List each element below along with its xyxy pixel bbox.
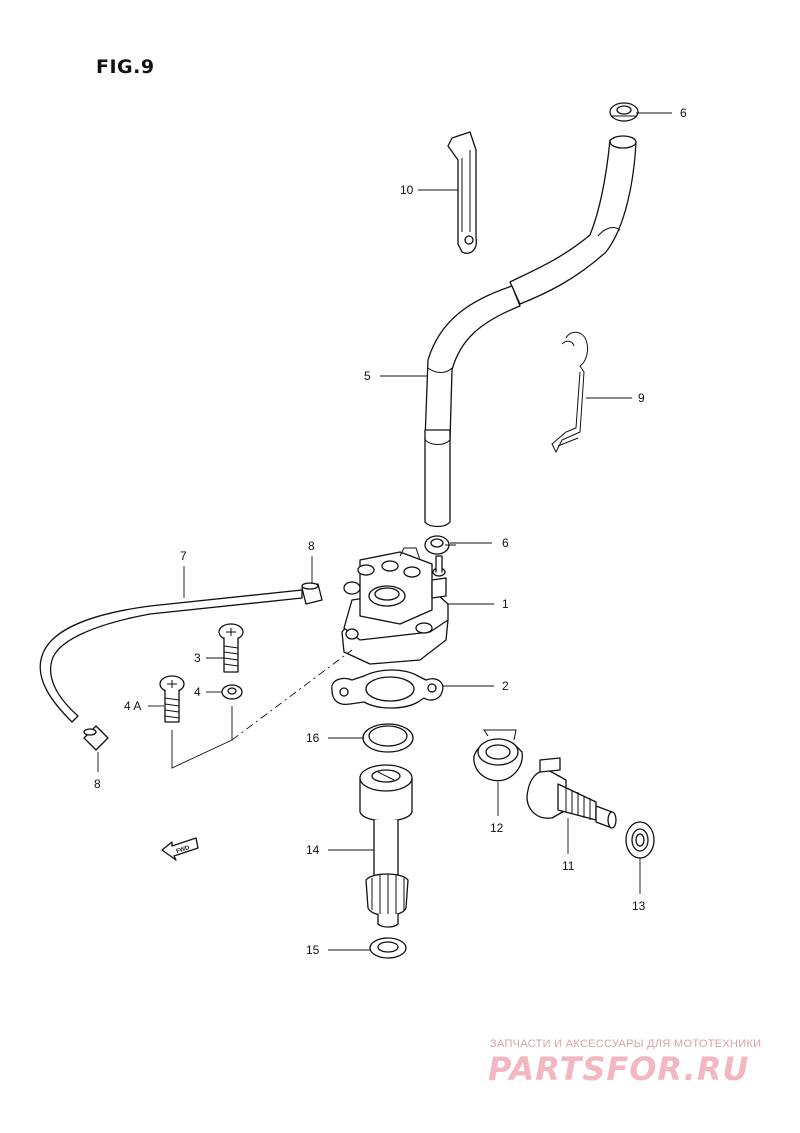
part-14-gear-shaft xyxy=(359,764,413,928)
figure-title: FIG.9 xyxy=(96,56,155,78)
part-4a-screw xyxy=(159,675,185,723)
callout-1: 1 xyxy=(502,597,509,611)
callout-13: 13 xyxy=(632,899,646,913)
part-5-hose xyxy=(424,135,637,528)
part-8-fitting-upper xyxy=(301,582,323,605)
callout-6-lower: 6 xyxy=(502,536,509,550)
part-4-washer xyxy=(221,684,243,700)
part-11-driven-gear xyxy=(526,757,617,829)
callout-12: 12 xyxy=(490,821,504,835)
part-6-top-clamp xyxy=(609,102,639,122)
part-9-clip xyxy=(551,331,589,454)
callout-2: 2 xyxy=(502,679,509,693)
callout-3: 3 xyxy=(194,651,201,665)
leader-lines xyxy=(97,112,672,951)
fwd-label: FWD xyxy=(176,845,191,855)
part-6-lower-clamp xyxy=(424,535,456,555)
callout-11: 11 xyxy=(562,859,575,873)
part-8-fitting-lower xyxy=(83,725,109,751)
part-3-screw xyxy=(218,623,244,673)
callout-8-upper: 8 xyxy=(308,539,315,553)
callout-labels: 6 10 5 9 6 7 8 1 2 3 4 4 A 8 16 12 11 13… xyxy=(94,106,687,957)
part-13-bearing xyxy=(625,821,655,859)
part-15-washer xyxy=(369,937,407,959)
part-10-bracket xyxy=(447,131,477,254)
callout-6-top: 6 xyxy=(680,106,687,120)
part-1-pump-body xyxy=(341,547,449,665)
callout-5: 5 xyxy=(364,369,371,383)
callout-7: 7 xyxy=(180,549,187,563)
callout-10: 10 xyxy=(400,183,414,197)
callout-4a: 4 A xyxy=(124,699,141,713)
part-12-bushing xyxy=(473,729,523,782)
watermark-tagline: ЗАПЧАСТИ И АКСЕССУАРЫ ДЛЯ МОТОТЕХНИКИ xyxy=(490,1038,762,1050)
fwd-arrow-icon: FWD xyxy=(161,837,199,861)
callout-16: 16 xyxy=(306,731,320,745)
callout-8-lower: 8 xyxy=(94,777,101,791)
callout-9: 9 xyxy=(638,391,645,405)
callout-14: 14 xyxy=(306,843,320,857)
assembly-lines xyxy=(171,649,353,769)
watermark-logo: PARTSFOR.RU xyxy=(488,1050,750,1088)
part-16-o-ring xyxy=(362,723,414,753)
part-2-gasket xyxy=(331,669,444,709)
callout-15: 15 xyxy=(306,943,320,957)
callout-4: 4 xyxy=(194,685,201,699)
part-7-hose xyxy=(39,589,303,723)
